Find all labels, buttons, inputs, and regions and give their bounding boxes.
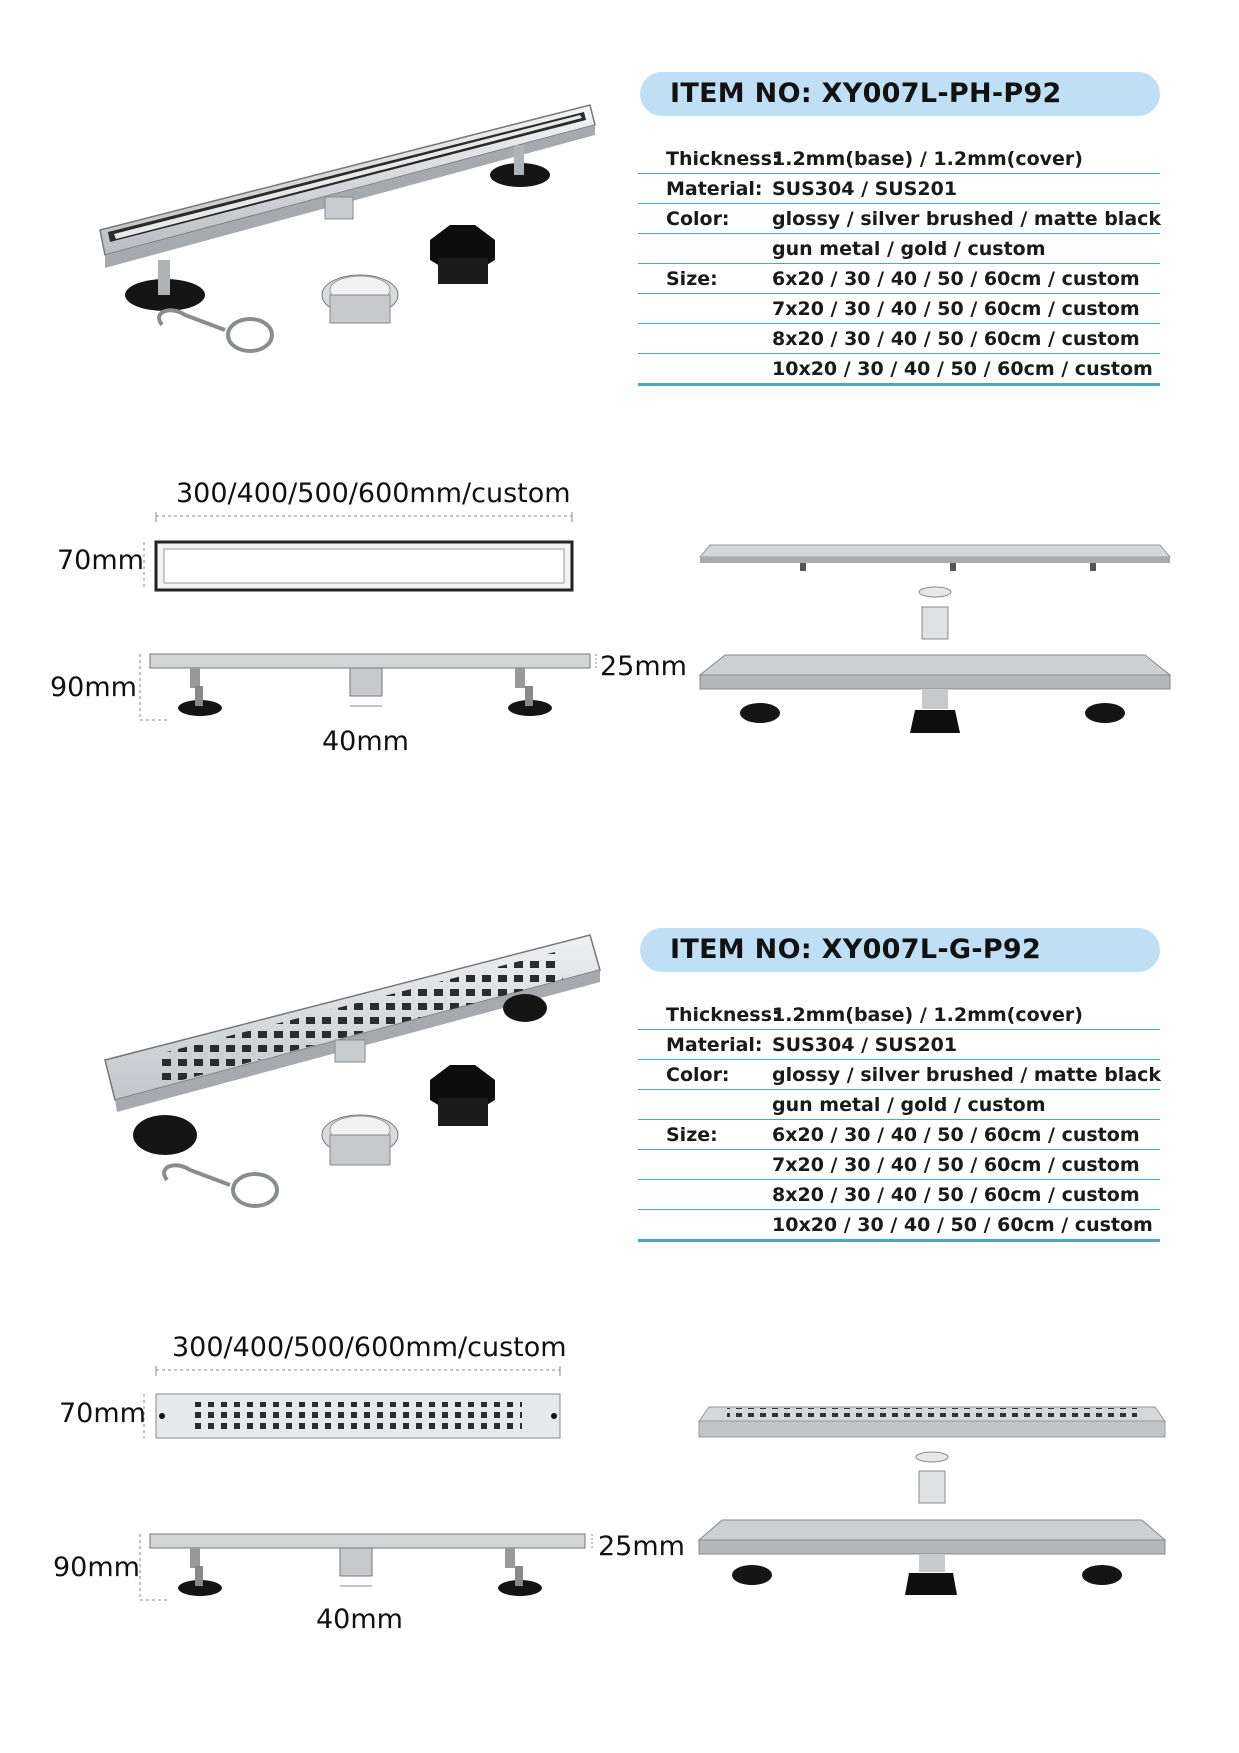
exploded-view-photo	[698, 544, 1172, 733]
spec-row: 10x20 / 30 / 40 / 50 / 60cm / custom	[638, 354, 1160, 386]
item-no-text: ITEM NO: XY007L-G-P92	[670, 934, 1042, 965]
height-label: 90mm	[50, 672, 137, 703]
item-no-pill: ITEM NO: XY007L-PH-P92	[640, 72, 1160, 116]
spec-row: 7x20 / 30 / 40 / 50 / 60cm / custom	[638, 1150, 1160, 1180]
spec-row: Material:SUS304 / SUS201	[638, 174, 1160, 204]
spec-row: Size:6x20 / 30 / 40 / 50 / 60cm / custom	[638, 1120, 1160, 1150]
height-label: 90mm	[53, 1552, 140, 1583]
spec-row: Color:glossy / silver brushed / matte bl…	[638, 204, 1161, 234]
spec-row: Thickness:1.2mm(base) / 1.2mm(cover)	[638, 144, 1160, 174]
side-view-drawing	[139, 1533, 593, 1601]
length-label: 300/400/500/600mm/custom	[172, 1332, 567, 1363]
spec-row: gun metal / gold / custom	[638, 234, 1160, 264]
top-view-drawing	[143, 512, 574, 592]
spec-row: gun metal / gold / custom	[638, 1090, 1160, 1120]
spec-row: Color:glossy / silver brushed / matte bl…	[638, 1060, 1161, 1090]
length-label: 300/400/500/600mm/custom	[176, 478, 571, 509]
depth-label: 25mm	[598, 1531, 685, 1562]
spec-row: 8x20 / 30 / 40 / 50 / 60cm / custom	[638, 324, 1160, 354]
width-label: 70mm	[59, 1398, 146, 1429]
width-label: 70mm	[57, 545, 144, 576]
spec-table: Thickness:1.2mm(base) / 1.2mm(cover) Mat…	[638, 1000, 1161, 1242]
item-no-text: ITEM NO: XY007L-PH-P92	[670, 78, 1062, 109]
depth-label: 25mm	[600, 651, 687, 682]
spec-row: 7x20 / 30 / 40 / 50 / 60cm / custom	[638, 294, 1160, 324]
spec-row: Material:SUS304 / SUS201	[638, 1030, 1160, 1060]
spec-row: 10x20 / 30 / 40 / 50 / 60cm / custom	[638, 1210, 1160, 1242]
spec-table: Thickness:1.2mm(base) / 1.2mm(cover) Mat…	[638, 144, 1161, 386]
item-no-pill: ITEM NO: XY007L-G-P92	[640, 928, 1160, 972]
outlet-label: 40mm	[316, 1604, 403, 1635]
outlet-label: 40mm	[322, 726, 409, 757]
exploded-view-photo	[697, 1406, 1167, 1595]
side-view-drawing	[139, 653, 597, 721]
product-1-drain-photo	[99, 104, 596, 353]
spec-row: Size:6x20 / 30 / 40 / 50 / 60cm / custom	[638, 264, 1160, 294]
product-2-drain-photo	[104, 934, 601, 1208]
spec-row: 8x20 / 30 / 40 / 50 / 60cm / custom	[638, 1180, 1160, 1210]
spec-row: Thickness:1.2mm(base) / 1.2mm(cover)	[638, 1000, 1160, 1030]
top-view-drawing	[143, 1366, 561, 1439]
